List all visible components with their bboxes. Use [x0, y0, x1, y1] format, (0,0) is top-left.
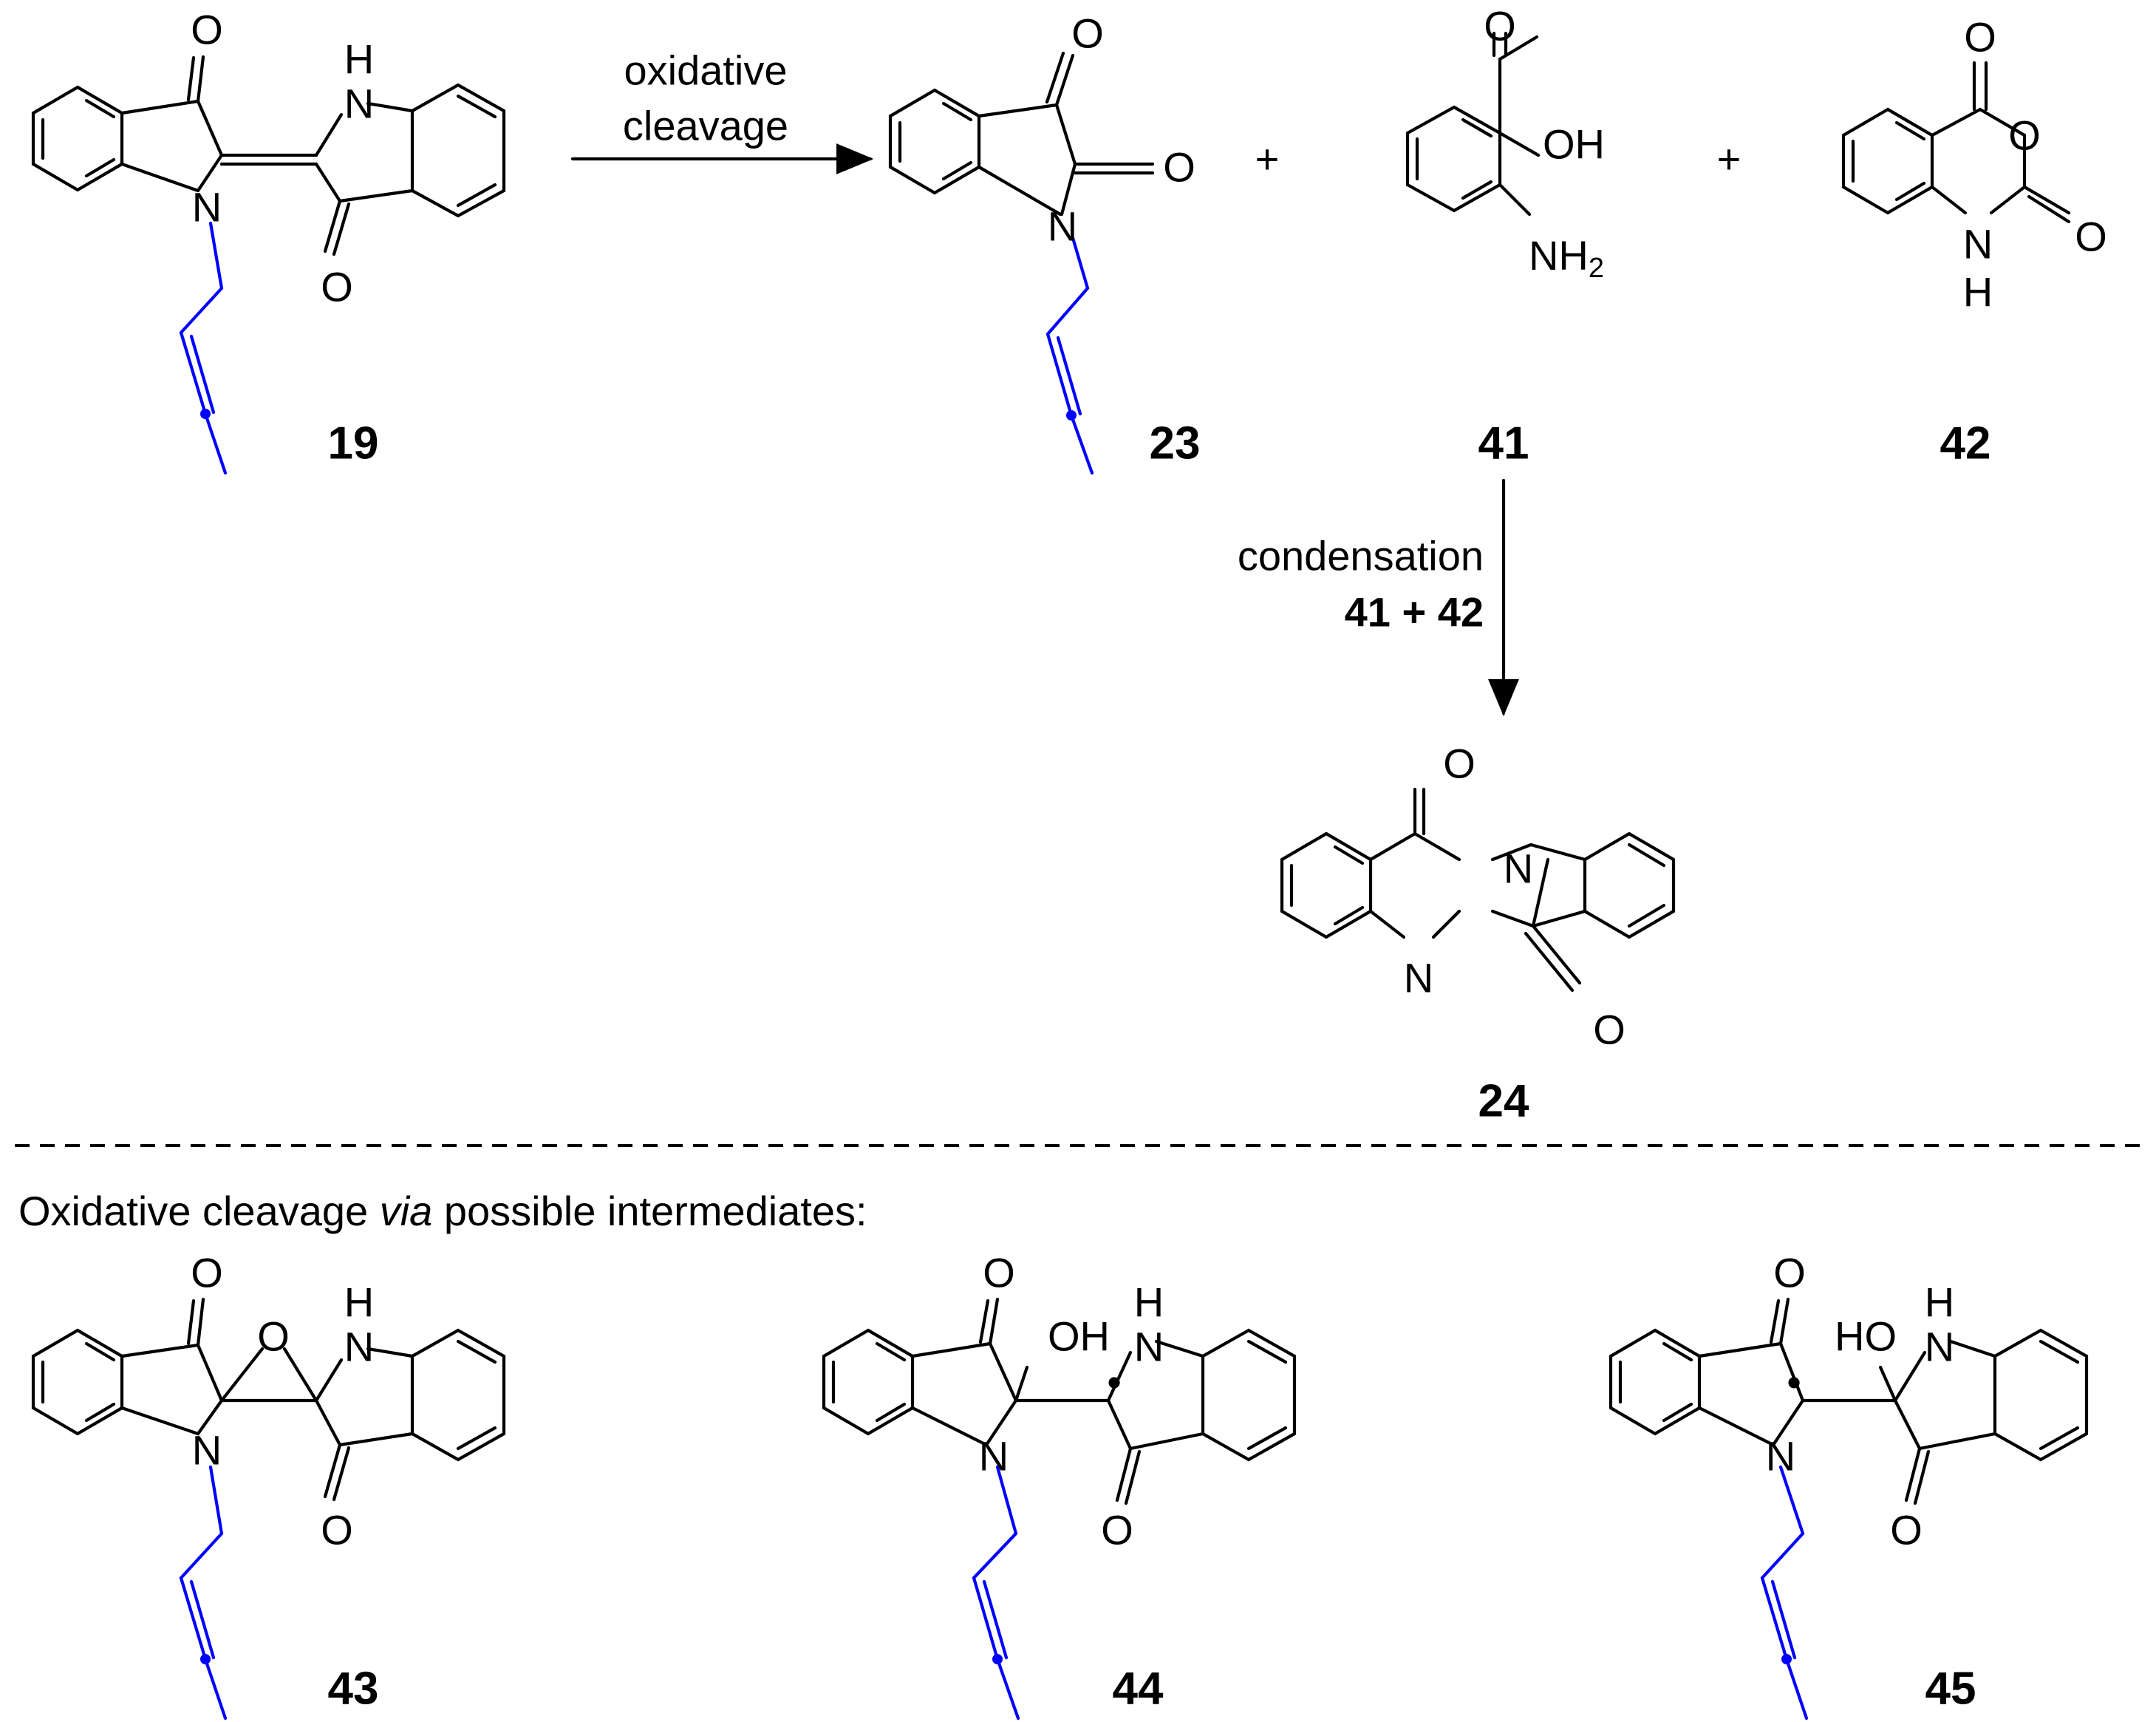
amine-label: NH2 — [1529, 232, 1604, 285]
nitrogen-label: N — [1766, 1433, 1795, 1480]
oxygen-label: O — [1101, 1507, 1133, 1553]
hydrogen-label: H — [344, 1279, 374, 1326]
oxygen-label: O — [257, 1313, 290, 1360]
hydroxyl-label: HO — [1835, 1313, 1897, 1360]
nitrogen-label: N — [344, 81, 374, 127]
oxygen-label: O — [191, 1250, 223, 1296]
oxygen-label: O — [1964, 14, 1996, 61]
oxygen-label: O — [1484, 3, 1516, 50]
oxidative-cleavage-arrow: oxidative cleavage — [570, 47, 874, 174]
oxygen-label: O — [1773, 1250, 1806, 1296]
nitrogen-label: N — [344, 1324, 374, 1370]
nitrogen-label: N — [1925, 1324, 1954, 1370]
compound-45: O HO H N • N O 45 — [1609, 1250, 2089, 1721]
oxygen-label: O — [191, 7, 223, 53]
nitrogen-label: N — [979, 1433, 1009, 1480]
oxygen-label: O — [983, 1250, 1015, 1296]
plus-sign: + — [1717, 136, 1741, 183]
hydrogen-label: H — [1925, 1279, 1954, 1326]
hydrogen-label: H — [1134, 1279, 1164, 1326]
compound-label-23: 23 — [1150, 418, 1201, 469]
nitrogen-label: N — [192, 184, 222, 231]
arrow-label-line1: oxidative — [624, 47, 787, 94]
radical-dot: • — [1787, 1359, 1801, 1406]
radical-dot: • — [1107, 1359, 1122, 1406]
compound-label-44: 44 — [1113, 1664, 1164, 1715]
nitrogen-label: N — [1404, 955, 1433, 1001]
compound-label-19: 19 — [328, 418, 379, 469]
arrow-label: condensation — [1238, 533, 1484, 579]
compound-23: O O N 23 — [888, 10, 1201, 475]
compound-42: O O O N H 42 — [1841, 14, 2107, 469]
hydrogen-label: H — [344, 36, 374, 83]
compound-label-42: 42 — [1940, 418, 1991, 469]
oxygen-label: O — [1593, 1007, 1625, 1053]
arrow-reagents: 41 + 42 — [1345, 589, 1484, 636]
oxygen-label: O — [1443, 741, 1476, 787]
condensation-arrow: condensation 41 + 42 — [1238, 478, 1519, 717]
nitrogen-label: N — [1504, 845, 1533, 892]
plus-sign: + — [1255, 136, 1280, 183]
nitrogen-label: N — [192, 1427, 222, 1474]
arrow-label-line2: cleavage — [623, 103, 788, 149]
nitrogen-label: N — [1134, 1324, 1164, 1370]
hydrogen-label: H — [1963, 269, 1993, 316]
nitrogen-label: N — [1048, 203, 1077, 250]
compound-19: O N H N O 19 — [31, 7, 506, 475]
oxygen-label: O — [321, 264, 353, 310]
oxygen-label: O — [1071, 10, 1104, 57]
nitrogen-label: N — [1963, 221, 1993, 268]
compound-label-43: 43 — [328, 1664, 379, 1715]
oxygen-label: O — [321, 1507, 353, 1553]
compound-label-24: 24 — [1478, 1076, 1529, 1127]
compound-24: O N N O 24 — [1280, 741, 1676, 1127]
oxygen-label: O — [1163, 144, 1195, 191]
compound-label-41: 41 — [1478, 418, 1529, 469]
compound-41: O OH NH2 41 — [1405, 3, 1605, 469]
hydroxyl-label: OH — [1048, 1313, 1110, 1360]
oxygen-label: O — [2075, 214, 2107, 260]
compound-label-45: 45 — [1925, 1664, 1976, 1715]
hydroxyl-label: OH — [1543, 121, 1605, 168]
compound-43: O O N H N O 43 — [31, 1250, 506, 1721]
oxygen-label: O — [1890, 1507, 1923, 1553]
compound-44: O OH H N • N O 44 — [822, 1250, 1297, 1721]
intermediates-heading: Oxidative cleavage via possible intermed… — [18, 1188, 867, 1234]
oxygen-label: O — [2008, 112, 2041, 159]
